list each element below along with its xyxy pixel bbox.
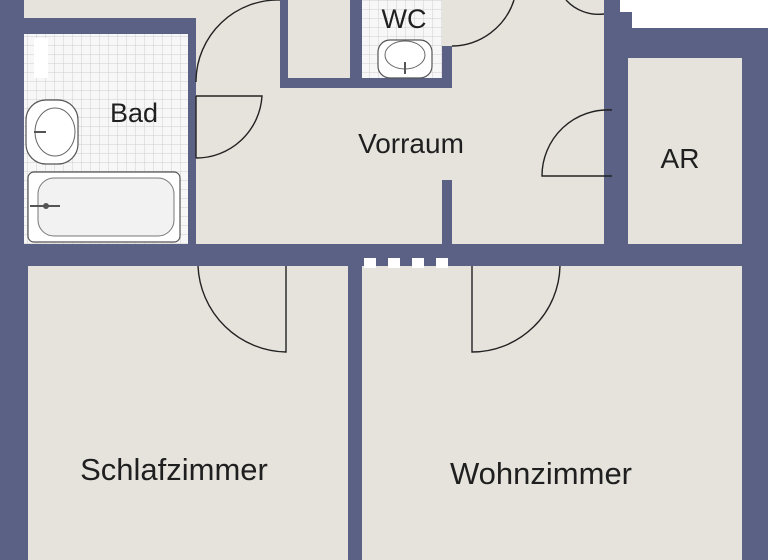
door-swing: [195, 95, 263, 159]
wall: [280, 78, 452, 88]
window-slot: [436, 258, 448, 268]
floor-top-left: [24, 0, 194, 18]
door-swing: [197, 265, 287, 353]
sink-icon: [25, 99, 79, 165]
floor-vorraum-right: [452, 0, 604, 110]
window-slot: [34, 38, 48, 78]
wall: [604, 12, 628, 110]
wall: [24, 18, 194, 34]
door-swing: [471, 265, 561, 353]
window-slot: [364, 258, 376, 268]
wc-sink-icon: [377, 39, 433, 79]
wall: [188, 18, 196, 248]
room-label-ar: AR: [661, 143, 700, 174]
window-slot: [388, 258, 400, 268]
wall: [24, 244, 196, 266]
wall: [348, 266, 362, 560]
room-label-vorraum: Vorraum: [358, 128, 464, 159]
door-swing: [195, 0, 280, 82]
room-label-wc: WC: [382, 4, 427, 34]
wall: [442, 180, 452, 244]
door-swing: [541, 109, 613, 177]
wall: [442, 46, 452, 88]
wall: [742, 28, 768, 560]
wall: [196, 244, 286, 266]
wall: [612, 176, 628, 244]
floor-schlafzimmer: [28, 266, 348, 560]
wall: [350, 0, 362, 80]
room-label-bad: Bad: [110, 98, 158, 128]
door-swing: [451, 0, 515, 47]
floor-wohnzimmer: [362, 266, 742, 560]
wall: [560, 244, 742, 266]
room-label-wohnzimmer: Wohnzimmer: [450, 456, 632, 491]
wall: [628, 28, 742, 58]
bathtub-icon: [27, 171, 181, 243]
floor-ar: [628, 58, 742, 244]
room-label-schlafzimmer: Schlafzimmer: [80, 452, 268, 487]
wall: [280, 0, 288, 80]
window-slot: [412, 258, 424, 268]
wall: [0, 0, 24, 560]
door-swing: [565, 0, 605, 16]
exterior-area: [620, 0, 768, 28]
